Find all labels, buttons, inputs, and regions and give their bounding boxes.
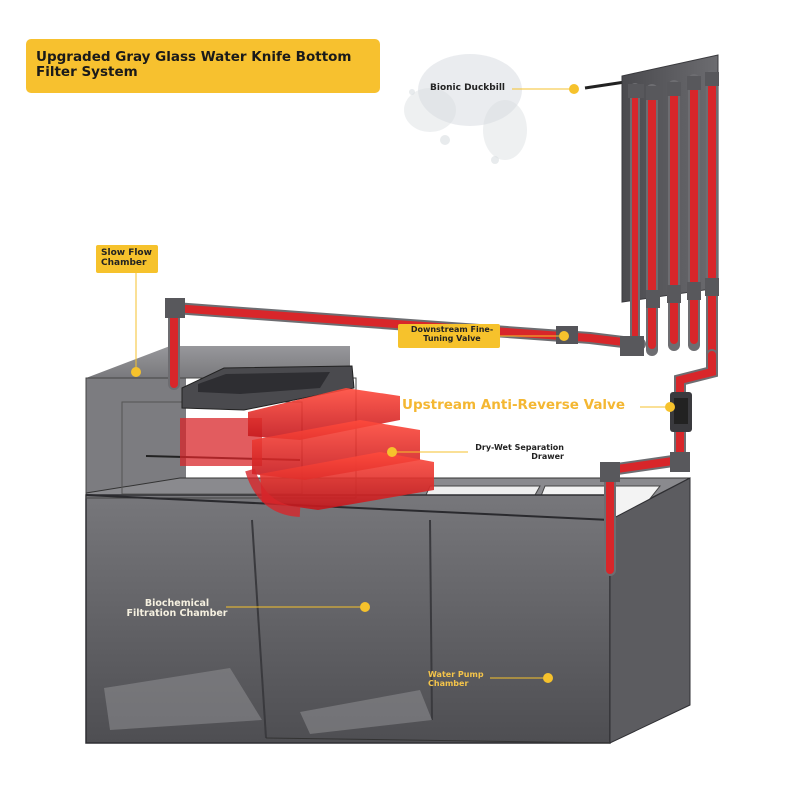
- callout-dots: [131, 84, 675, 683]
- title-banner: [26, 39, 380, 93]
- bionic-duckbill-label: Bionic Duckbill: [430, 83, 505, 93]
- water-pump-chamber-label: Water Pump Chamber: [428, 670, 484, 688]
- dry-wet-drawer-label: Dry-Wet Separation Drawer: [475, 443, 564, 461]
- water-splash: [404, 54, 527, 164]
- duckbill-outlet: [584, 80, 626, 90]
- downstream-valve-label: Downstream Fine-Tuning Valve: [410, 325, 494, 343]
- slow-flow-chamber-label: Slow Flow Chamber: [101, 248, 152, 268]
- dry-wet-drawers: [180, 388, 434, 517]
- page-title: Upgraded Gray Glass Water Knife Bottom F…: [36, 49, 352, 80]
- biochemical-chamber-label: Biochemical Filtration Chamber: [126, 598, 228, 620]
- sump-tank: [85, 346, 691, 744]
- rack-pipes: [628, 70, 719, 366]
- slow-flow-tray: [181, 365, 355, 411]
- slow-flow-chamber-tag: [96, 245, 158, 273]
- downstream-valve-tag: [398, 324, 500, 348]
- upstream-valve-label: Upstream Anti-Reverse Valve: [402, 397, 626, 413]
